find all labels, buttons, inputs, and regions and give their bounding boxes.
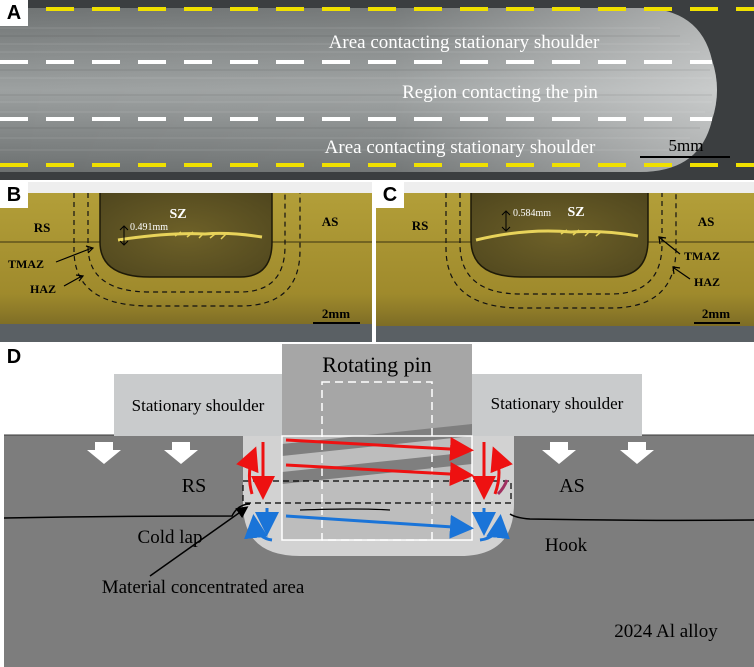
sz-label-c: SZ [567,205,584,220]
scale-label-b: 2mm [322,306,350,321]
pin-thread-2 [282,452,472,484]
rs-label-d: RS [182,475,206,497]
as-label-d: AS [559,475,585,497]
sz-label-b: SZ [169,207,186,222]
panel-a: Area contacting stationary shoulder Regi… [0,0,754,180]
scale-label-a: 5mm [669,136,704,155]
material-concentrated-area-box [242,480,512,504]
tmaz-boundary-c [459,193,663,295]
pressure-arrows [87,442,654,464]
panel-d-schematic: Rotating pin Stationary shoulder Station… [0,344,754,667]
panel-c: 0.584mm SZ RS AS TMAZ HAZ 2mm C [376,182,754,342]
red-flow-arrows [236,437,513,500]
panel-b-graphic: 0.491mm SZ RS AS TMAZ HAZ 2mm [0,182,372,342]
tmaz-label-b: TMAZ [8,257,44,271]
panel-a-graphic: Area contacting stationary shoulder Regi… [0,0,754,180]
tmaz-arrow-c [659,237,681,255]
material-area-pointer [149,506,249,577]
hook-line [509,513,754,522]
pin-outline-dashed [321,381,433,541]
right-stationary-shoulder [472,374,642,436]
tmaz-boundary-b [87,193,286,293]
rotating-pin-label: Rotating pin [322,352,431,377]
haz-label-b: HAZ [30,282,56,296]
panel-label-d: D [0,344,28,370]
as-label-b: AS [322,214,339,229]
left-shoulder-label: Stationary shoulder [132,396,265,415]
rs-label-c: RS [412,218,429,233]
right-shoulder-label: Stationary shoulder [491,394,624,413]
top-area-text: Area contacting stationary shoulder [329,32,600,53]
pin-thread-1 [282,424,472,456]
material-area-label: Material concentrated area [102,577,305,598]
panel-c-graphic: 0.584mm SZ RS AS TMAZ HAZ 2mm [376,182,754,342]
measure-label-c: 0.584mm [513,208,551,219]
hook-label: Hook [545,535,588,556]
haz-label-c: HAZ [694,275,720,289]
middle-area-text: Region contacting the pin [402,82,598,103]
cold-lap-label: Cold lap [138,527,203,548]
haz-arrow-c [673,267,691,280]
panel-b: 0.491mm SZ RS AS TMAZ HAZ 2mm B [0,182,372,342]
rotating-pin-body [282,344,472,436]
haz-arrow-b [63,275,83,287]
bottom-area-text: Area contacting stationary shoulder [325,137,596,158]
haz-boundary-c [445,193,677,309]
panel-label-b: B [0,182,28,208]
panel-d: Rotating pin Stationary shoulder Station… [0,344,754,667]
tmaz-label-c: TMAZ [684,249,720,263]
scale-label-c: 2mm [702,306,730,321]
rs-label-b: RS [34,220,51,235]
panel-label-c: C [376,182,404,208]
measure-label-b: 0.491mm [130,222,168,233]
alloy-label: 2024 Al alloy [614,621,718,642]
blue-flow-arrows [244,508,510,542]
panel-label-a: A [0,0,28,26]
tmaz-arrow-b [55,247,93,263]
left-stationary-shoulder [114,374,282,436]
as-label-c: AS [698,214,715,229]
stir-zone-c [470,193,649,278]
